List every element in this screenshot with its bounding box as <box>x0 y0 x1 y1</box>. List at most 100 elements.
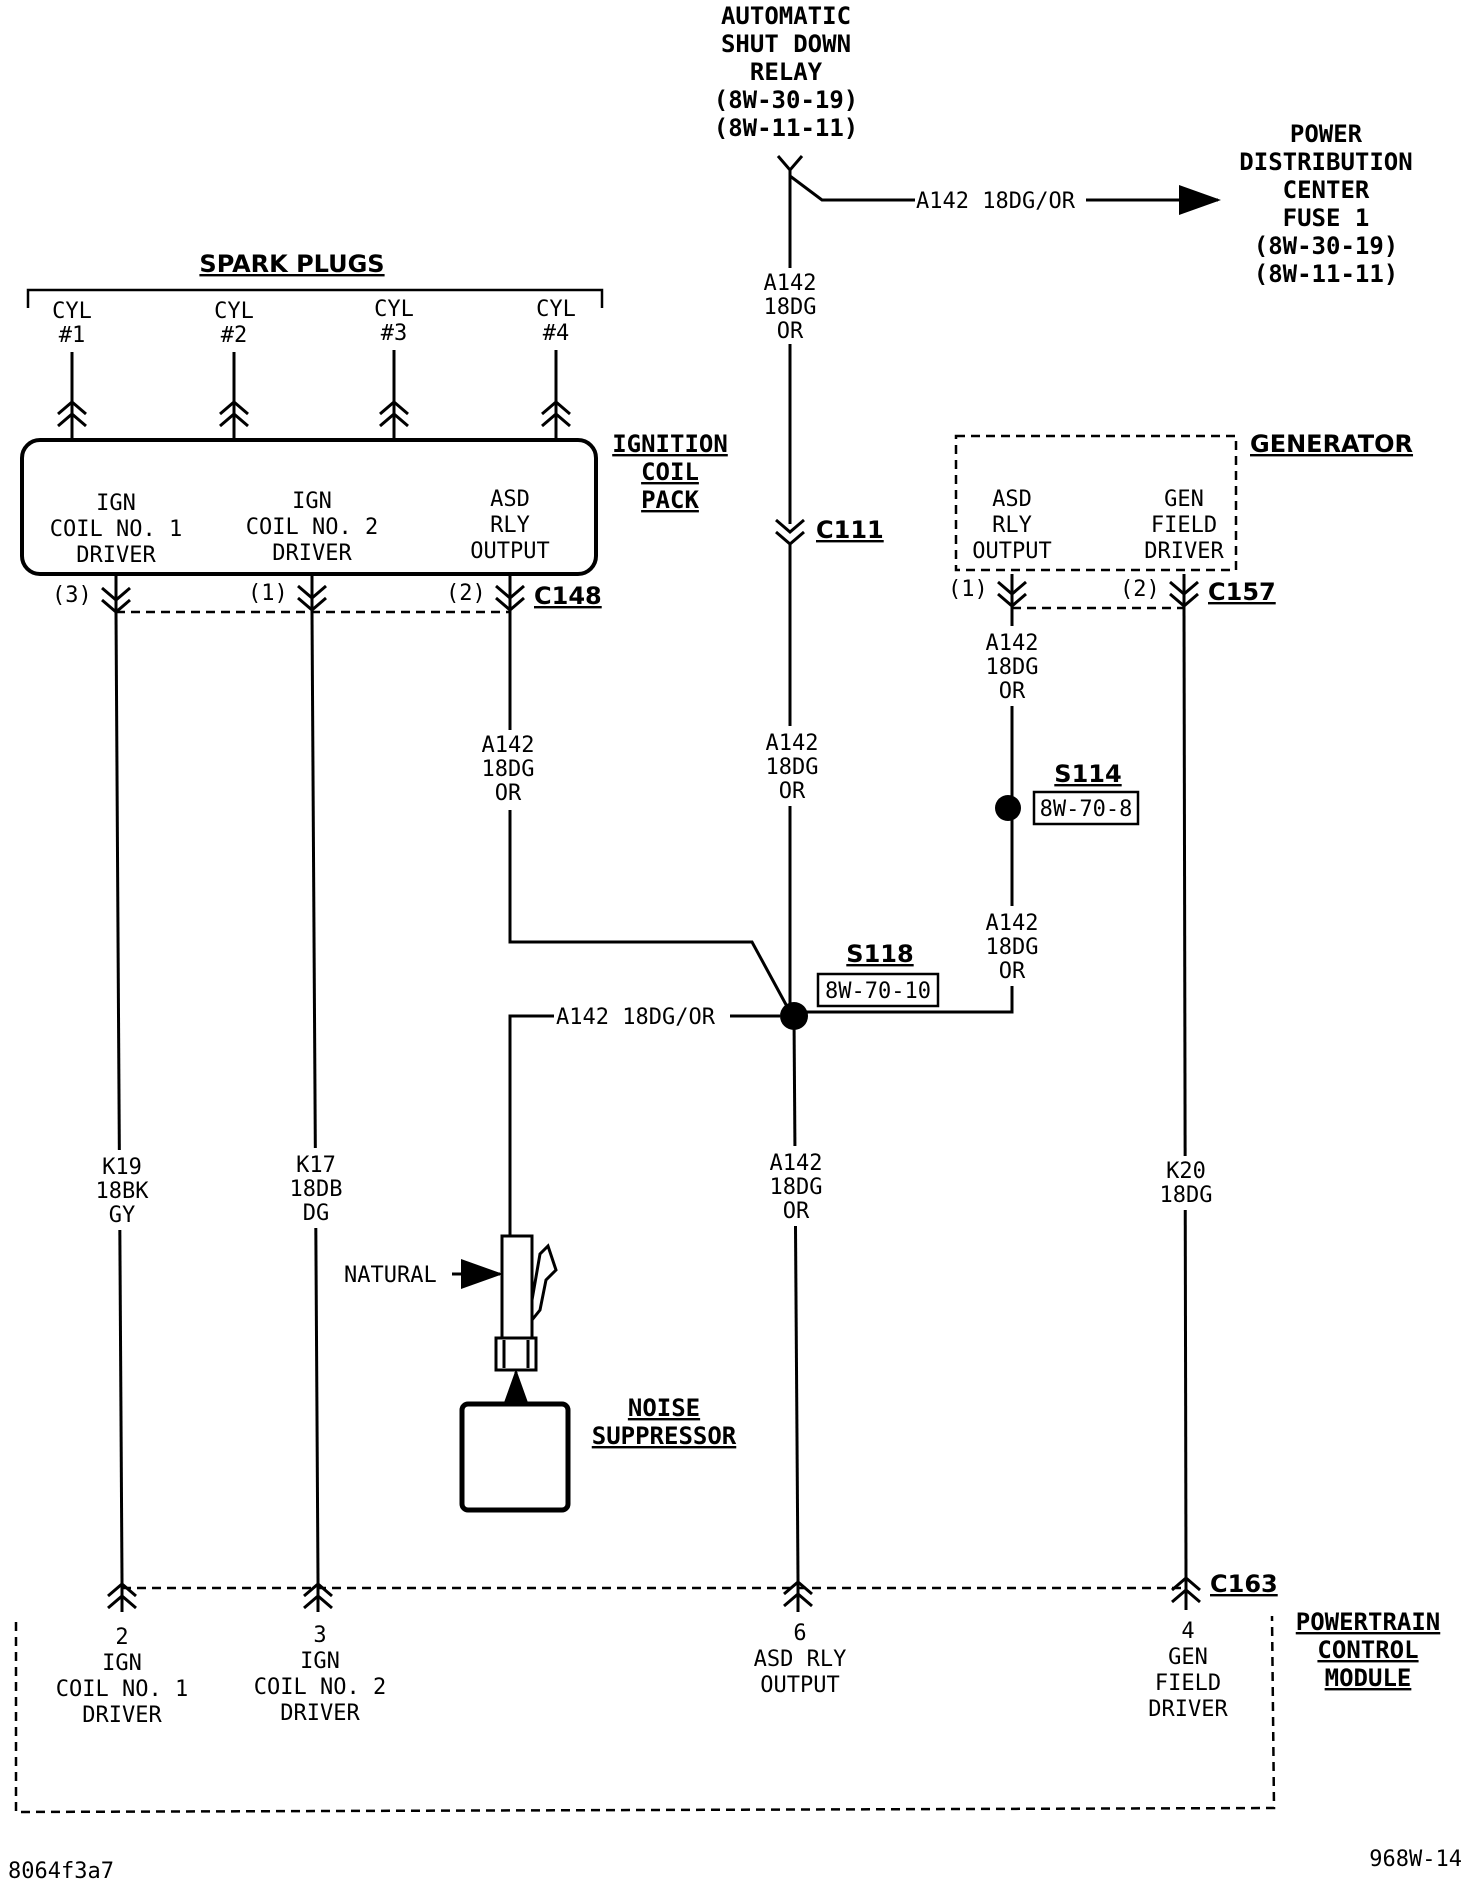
svg-text:OUTPUT: OUTPUT <box>972 539 1051 564</box>
svg-text:A142: A142 <box>764 271 817 296</box>
svg-text:PACK: PACK <box>641 486 699 514</box>
svg-text:CYL: CYL <box>214 299 254 324</box>
footer-left-code: 8064f3a7 <box>8 1859 114 1884</box>
s118-ref: 8W-70-10 <box>825 979 931 1004</box>
wire-k20-label: K20 18DG <box>1154 1156 1218 1210</box>
coil-pack-output-2: IGN COIL NO. 2 DRIVER <box>246 489 378 566</box>
svg-text:A142: A142 <box>986 631 1039 656</box>
svg-text:IGN: IGN <box>300 1649 340 1674</box>
svg-text:18DG: 18DG <box>986 655 1039 680</box>
wire-k19-label: K19 18BK GY <box>88 1150 158 1230</box>
svg-text:OUTPUT: OUTPUT <box>760 1673 839 1698</box>
svg-text:CYL: CYL <box>52 299 92 324</box>
pdc-label: POWER DISTRIBUTION CENTER FUSE 1 (8W-30-… <box>1239 120 1412 288</box>
svg-text:GY: GY <box>109 1203 136 1228</box>
splice-s114 <box>995 795 1021 821</box>
svg-text:IGN: IGN <box>292 489 332 514</box>
svg-text:ASD: ASD <box>992 487 1032 512</box>
svg-text:18DG: 18DG <box>770 1175 823 1200</box>
svg-text:18BK: 18BK <box>96 1179 150 1204</box>
pcm-pin-3: 3 IGN COIL NO. 2 DRIVER <box>254 1623 386 1726</box>
svg-text:FUSE 1: FUSE 1 <box>1283 204 1370 232</box>
svg-text:SUPPRESSOR: SUPPRESSOR <box>592 1422 737 1450</box>
s114-ref-box <box>1032 790 1140 826</box>
svg-text:CENTER: CENTER <box>1283 176 1370 204</box>
svg-text:4: 4 <box>1181 1619 1194 1644</box>
ignition-coil-pack-box <box>20 438 598 576</box>
svg-text:DRIVER: DRIVER <box>280 1701 360 1726</box>
svg-text:OR: OR <box>999 679 1026 704</box>
s114-ref: 8W-70-8 <box>1040 797 1133 822</box>
svg-text:OR: OR <box>999 959 1026 984</box>
svg-text:MODULE: MODULE <box>1325 1664 1412 1692</box>
svg-text:DG: DG <box>303 1201 330 1226</box>
c157-connector <box>997 574 1199 610</box>
svg-text:18DG: 18DG <box>766 755 819 780</box>
svg-text:AUTOMATIC: AUTOMATIC <box>721 2 851 30</box>
svg-text:OR: OR <box>779 779 806 804</box>
c157-label: C157 <box>1208 578 1276 606</box>
s118-ref-box <box>816 972 940 1008</box>
svg-text:SHUT DOWN: SHUT DOWN <box>721 30 851 58</box>
wire-a142-label-6: A142 18DG OR <box>764 1146 828 1226</box>
coil-pack-output-1: IGN COIL NO. 1 DRIVER <box>50 491 182 568</box>
pcm-pin-2: 2 IGN COIL NO. 1 DRIVER <box>56 1625 188 1728</box>
pcm-pin-4: 4 GEN FIELD DRIVER <box>1148 1619 1228 1722</box>
svg-text:#3: #3 <box>381 321 408 346</box>
svg-text:A142: A142 <box>766 731 819 756</box>
svg-text:(8W-30-19): (8W-30-19) <box>1254 232 1399 260</box>
generator-box <box>954 434 1238 572</box>
pcm-title: POWERTRAIN CONTROL MODULE <box>1296 1608 1441 1692</box>
pcm-pin-6: 6 ASD RLY OUTPUT <box>754 1621 847 1698</box>
c148-pin-3: (3) <box>52 583 92 608</box>
c111-label: C111 <box>816 516 884 544</box>
top-branch-wire-label: A142 18DG/OR <box>916 189 1076 214</box>
svg-text:ASD: ASD <box>490 487 530 512</box>
svg-text:#2: #2 <box>221 323 248 348</box>
svg-text:FIELD: FIELD <box>1151 513 1217 538</box>
svg-text:18DG: 18DG <box>1160 1183 1213 1208</box>
wire-a142-label-1: A142 18DG OR <box>760 268 820 344</box>
cylinder-3: CYL #3 <box>374 297 414 440</box>
suppressor-feed-label: A142 18DG/OR <box>556 1005 716 1030</box>
svg-text:#1: #1 <box>59 323 86 348</box>
svg-text:DISTRIBUTION: DISTRIBUTION <box>1239 148 1412 176</box>
coil-pack-output-3: ASD RLY OUTPUT <box>470 487 549 564</box>
svg-text:18DG: 18DG <box>764 295 817 320</box>
svg-text:A142: A142 <box>482 733 535 758</box>
svg-text:RLY: RLY <box>490 513 530 538</box>
svg-text:2: 2 <box>115 1625 128 1650</box>
natural-color-label: NATURAL <box>344 1263 437 1288</box>
svg-text:K20: K20 <box>1166 1159 1206 1184</box>
svg-text:(8W-11-11): (8W-11-11) <box>714 114 859 142</box>
svg-text:(8W-30-19): (8W-30-19) <box>714 86 859 114</box>
svg-text:DRIVER: DRIVER <box>82 1703 162 1728</box>
c157-pin-1: (1) <box>948 577 988 602</box>
generator-output-1: ASD RLY OUTPUT <box>972 487 1051 564</box>
svg-text:OR: OR <box>783 1199 810 1224</box>
svg-text:GEN: GEN <box>1164 487 1204 512</box>
c148-label: C148 <box>534 582 602 610</box>
svg-text:DRIVER: DRIVER <box>1144 539 1224 564</box>
svg-text:COIL NO. 2: COIL NO. 2 <box>246 515 378 540</box>
svg-text:GEN: GEN <box>1168 1645 1208 1670</box>
noise-suppressor-connector <box>494 1234 558 1372</box>
svg-text:NOISE: NOISE <box>628 1394 700 1422</box>
cylinder-4: CYL #4 <box>536 297 576 440</box>
svg-text:DRIVER: DRIVER <box>272 541 352 566</box>
svg-text:CYL: CYL <box>374 297 414 322</box>
svg-text:COIL: COIL <box>641 458 699 486</box>
svg-text:COIL NO. 2: COIL NO. 2 <box>254 1675 386 1700</box>
wire-a142-label-5: A142 18DG OR <box>980 906 1044 986</box>
ignition-coil-pack-title: IGNITION COIL PACK <box>612 430 728 514</box>
svg-text:IGN: IGN <box>102 1651 142 1676</box>
svg-text:OR: OR <box>495 781 522 806</box>
s114-label: S114 <box>1054 760 1121 788</box>
svg-text:IGN: IGN <box>96 491 136 516</box>
cylinder-1: CYL #1 <box>52 299 92 440</box>
svg-text:OR: OR <box>777 319 804 344</box>
wire-a142-label-2: A142 18DG OR <box>478 730 542 810</box>
svg-text:A142: A142 <box>770 1151 823 1176</box>
generator-output-2: GEN FIELD DRIVER <box>1144 487 1224 564</box>
svg-text:18DB: 18DB <box>290 1177 343 1202</box>
